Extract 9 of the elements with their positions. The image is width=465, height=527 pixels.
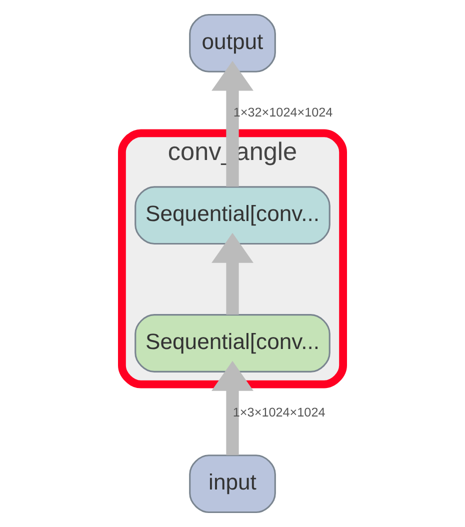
edge-label: 1×32×1024×1024 (233, 105, 333, 120)
node-box: input (189, 454, 276, 514)
node-box: output (189, 14, 276, 72)
edge-label: 1×3×1024×1024 (232, 406, 326, 420)
node-box: Sequential[conv... (134, 314, 330, 372)
arrow (212, 232, 254, 315)
arrow (212, 360, 254, 456)
arrow (212, 60, 254, 187)
node-box: Sequential[conv... (134, 186, 330, 245)
